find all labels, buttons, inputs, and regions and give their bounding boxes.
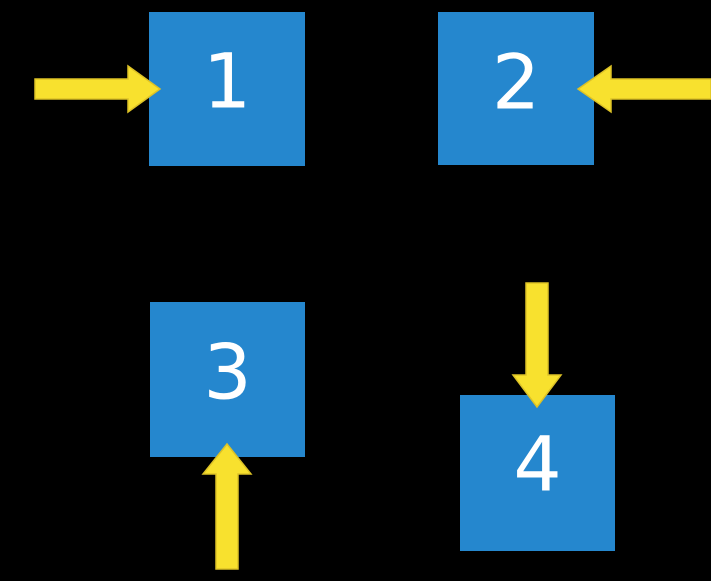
box-3-label: 3: [203, 328, 251, 417]
box-2-label: 2: [492, 38, 540, 127]
box-4-square[interactable]: [460, 395, 615, 551]
box-1-square[interactable]: [149, 12, 305, 166]
box-2-square[interactable]: [438, 12, 594, 165]
box-3-square[interactable]: [150, 302, 305, 457]
box-1-label: 1: [203, 37, 251, 126]
box-4-label: 4: [513, 420, 561, 509]
arrow-right-icon: [34, 64, 162, 114]
arrow-down-icon: [511, 282, 563, 409]
arrow-left-icon: [576, 64, 711, 114]
arrow-up-icon: [201, 442, 253, 570]
